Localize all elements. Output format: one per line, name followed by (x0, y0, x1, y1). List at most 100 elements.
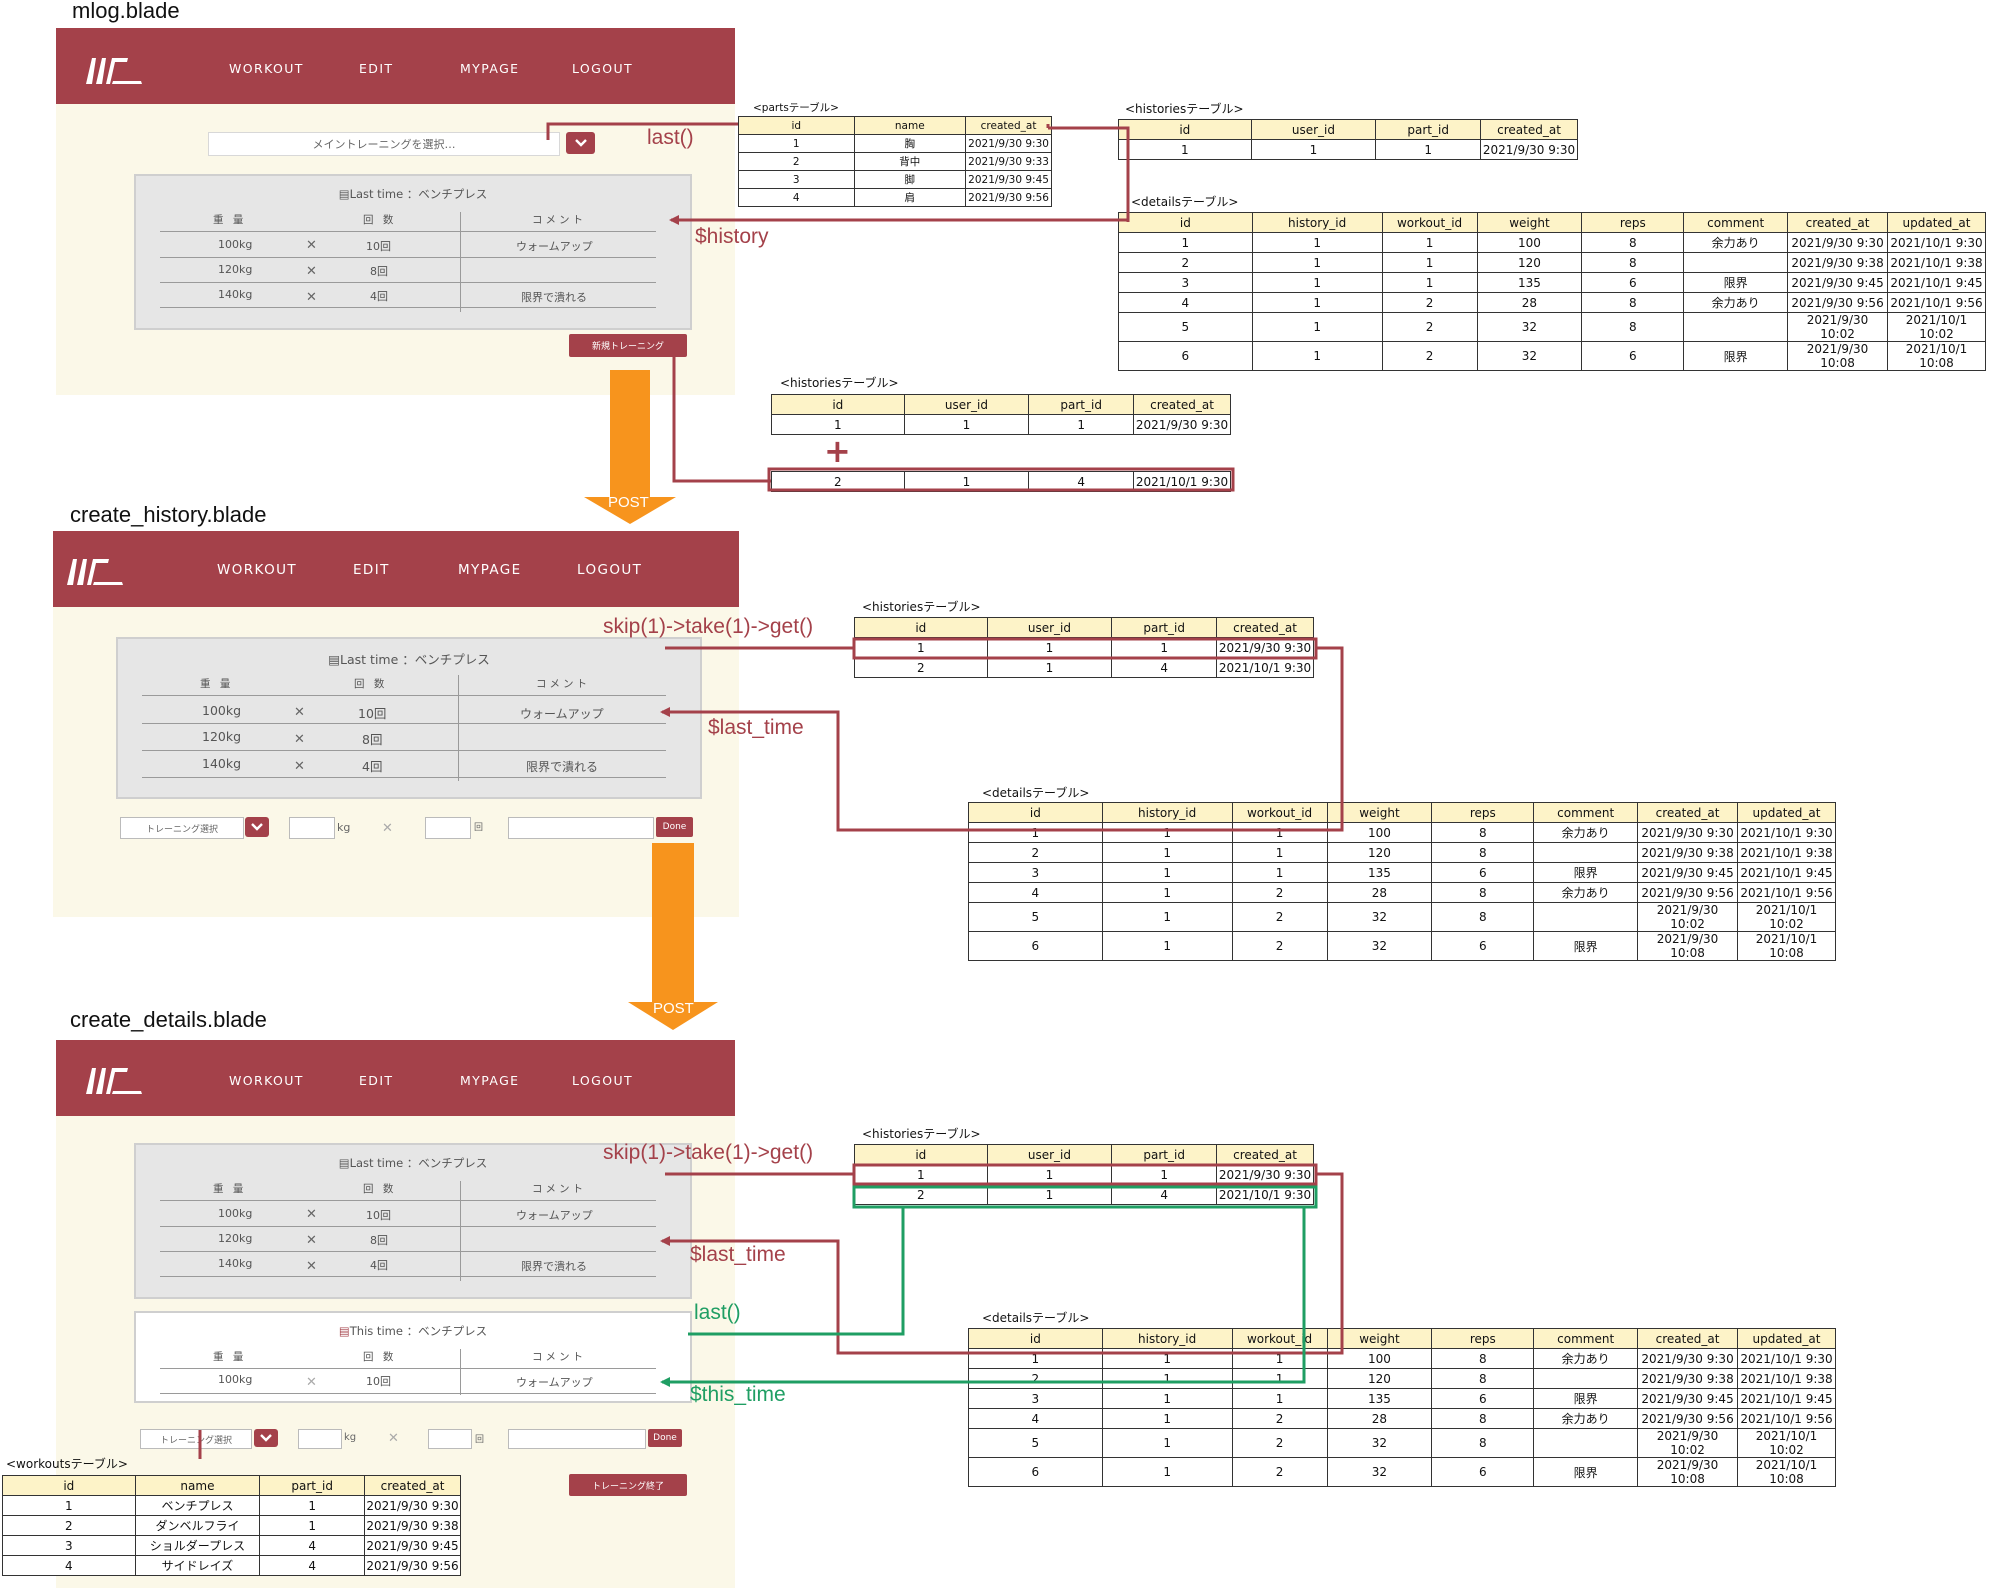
row3-x-icon: ✕ (306, 290, 317, 305)
header-comment: コメント (532, 1351, 586, 1363)
nav-workout[interactable]: WORKOUT (229, 61, 304, 76)
training-select-dropdown-button[interactable] (254, 1429, 278, 1447)
row1-comment: ウォームアップ (520, 707, 604, 721)
this-time-title: ▤This time ：ベンチプレス (338, 1324, 488, 1338)
navbar-create-history: WORKOUT EDIT MYPAGE LOGOUT (53, 531, 739, 607)
histories-table-label: <historiesテーブル> (780, 376, 899, 390)
nav-mypage[interactable]: MYPAGE (460, 61, 520, 76)
chevron-down-icon (574, 139, 587, 147)
histories-table-label: <historiesテーブル> (862, 600, 981, 614)
navbar-mlog: WORKOUT EDIT MYPAGE LOGOUT (56, 28, 735, 104)
navbar-create-details: WORKOUT EDIT MYPAGE LOGOUT (56, 1040, 735, 1116)
nav-mypage[interactable]: MYPAGE (460, 1073, 520, 1088)
header-weight: 重 量 (213, 214, 247, 226)
done-button[interactable]: Done (656, 817, 693, 837)
nav-mypage[interactable]: MYPAGE (458, 562, 522, 578)
logo-icon (86, 58, 142, 84)
last-time-card-mlog: ▤Last time ：ベンチプレス 重 量 回 数 コメント 100kg ✕ … (134, 174, 692, 330)
nav-edit[interactable]: EDIT (359, 61, 394, 76)
label-last-time-1: $last_time (708, 716, 804, 739)
last-time-connector-1 (660, 646, 1344, 832)
reps-input[interactable] (425, 817, 471, 839)
new-training-button[interactable]: 新規トレーニング (569, 334, 687, 357)
row2-weight: 120kg (218, 263, 253, 276)
histories-table-label: <historiesテーブル> (862, 1127, 981, 1141)
nav-logout[interactable]: LOGOUT (572, 61, 634, 76)
nav-logout[interactable]: LOGOUT (577, 562, 643, 578)
col-id: id (738, 116, 855, 135)
header-weight: 重 量 (213, 1183, 247, 1195)
last-time-card-create-history: ▤Last time ：ベンチプレス 重 量 回 数 コメント 100kg ✕ … (116, 637, 702, 799)
comment-input[interactable] (508, 817, 654, 839)
row3-comment: 限界で潰れる (521, 291, 587, 304)
row3-weight: 140kg (218, 288, 253, 301)
post-arrow-1 (584, 370, 676, 524)
row3-weight: 140kg (202, 756, 242, 771)
details-table-label: <detailsテーブル> (982, 1311, 1090, 1325)
this-time-connector (660, 1207, 1306, 1387)
header-weight: 重 量 (213, 1351, 247, 1363)
nav-edit[interactable]: EDIT (359, 1073, 394, 1088)
weight-input[interactable] (298, 1429, 342, 1449)
training-select-dropdown-button[interactable] (245, 817, 269, 837)
main-training-dropdown-button[interactable] (566, 132, 595, 154)
finish-training-button[interactable]: トレーニング終了 (569, 1474, 687, 1496)
training-select[interactable]: トレーニング選択 (120, 817, 244, 839)
section-title-create-history: create_history.blade (70, 502, 267, 527)
nav-edit[interactable]: EDIT (353, 562, 390, 578)
main-training-select[interactable]: メイントレーニングを選択… (208, 132, 560, 156)
header-reps: 回 数 (363, 214, 397, 226)
row2-reps: 8回 (370, 1234, 388, 1247)
calendar-icon: ▤ (338, 1324, 350, 1338)
weight-input[interactable] (289, 817, 335, 839)
done-button[interactable]: Done (648, 1429, 682, 1447)
row2-reps: 8回 (370, 265, 388, 278)
nav-workout[interactable]: WORKOUT (229, 1073, 304, 1088)
this-row1-weight: 100kg (218, 1373, 253, 1386)
workouts-table-label: <workoutsテーブル> (6, 1457, 128, 1471)
reps-input[interactable] (428, 1429, 472, 1449)
header-comment: コメント (536, 678, 590, 690)
this-row1-comment: ウォームアップ (516, 1376, 593, 1389)
nav-logout[interactable]: LOGOUT (572, 1073, 634, 1088)
new-training-connector (672, 357, 771, 483)
label-skip-2: skip(1)->take(1)->get() (603, 1141, 814, 1164)
row1-x-icon: ✕ (306, 1207, 317, 1222)
calendar-icon: ▤ (338, 187, 350, 201)
header-reps: 回 数 (363, 1351, 397, 1363)
comment-input[interactable] (508, 1429, 646, 1449)
last-time-connector-2 (660, 1172, 1344, 1355)
post-arrow-2 (628, 843, 718, 1030)
last-time-card-create-details: ▤Last time ：ベンチプレス 重 量 回 数 コメント 100kg ✕ … (134, 1143, 692, 1299)
reps-unit: 回 (474, 823, 484, 833)
post-label-1: POST (608, 494, 649, 511)
section-title-mlog: mlog.blade (72, 0, 180, 23)
label-last-green: last() (694, 1301, 741, 1324)
col-created-at: created_at (965, 116, 1052, 135)
card-title: ▤Last time ：ベンチプレス (338, 187, 488, 201)
training-select[interactable]: トレーニング選択 (140, 1429, 252, 1449)
nav-workout[interactable]: WORKOUT (217, 562, 298, 578)
row1-comment: ウォームアップ (516, 1209, 593, 1222)
label-skip-1: skip(1)->take(1)->get() (603, 615, 814, 638)
